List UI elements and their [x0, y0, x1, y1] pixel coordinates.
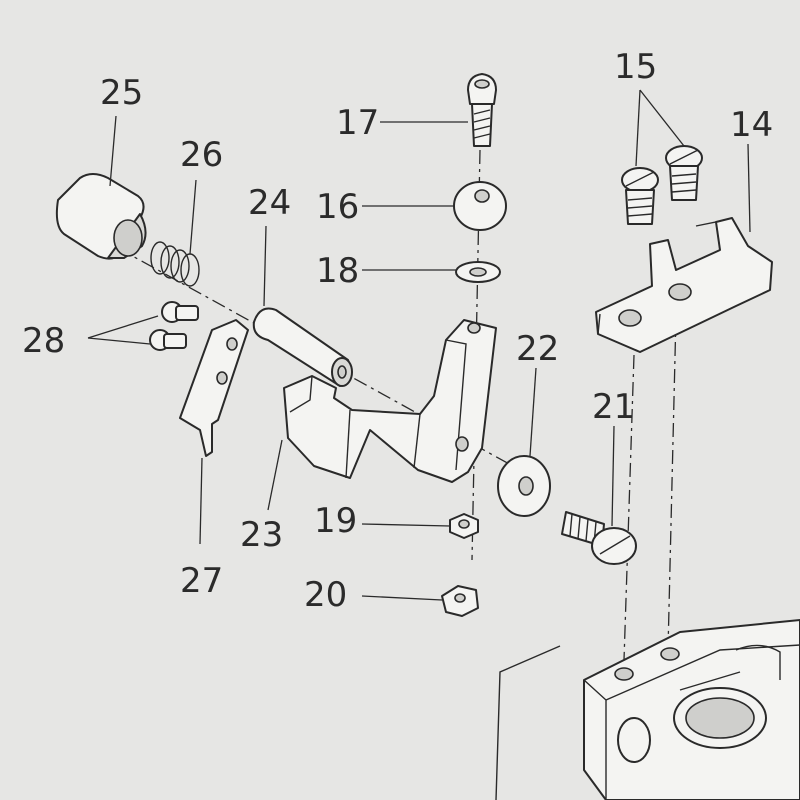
part-27-plate [179, 319, 249, 457]
callout-20: 20 [304, 575, 347, 615]
part-23-bracket [283, 319, 497, 483]
callout-18: 18 [316, 251, 359, 291]
leader-lines [87, 89, 751, 601]
part-14-fork-plate [595, 217, 773, 353]
callout-27: 27 [180, 561, 223, 601]
callout-28: 28 [22, 321, 65, 361]
part-18-washer [455, 261, 501, 283]
screw-28-upper [161, 301, 199, 323]
part-16-ball [453, 181, 507, 231]
callout-23: 23 [240, 515, 283, 555]
callout-16: 16 [316, 187, 359, 227]
part-26-spring [150, 241, 200, 287]
part-24-pin [252, 307, 353, 387]
screw-15-left [621, 167, 659, 225]
callout-25: 25 [100, 73, 143, 113]
screw-28-lower [149, 329, 187, 351]
callout-24: 24 [248, 183, 291, 223]
part-22-washer [497, 455, 551, 517]
callout-21: 21 [592, 387, 635, 427]
callout-15: 15 [614, 47, 657, 87]
part-19-nut [449, 513, 479, 539]
callout-19: 19 [314, 501, 357, 541]
part-28-screws [149, 301, 199, 351]
vertical-axis-line-right [667, 314, 677, 651]
vertical-axis-line-left [623, 354, 635, 661]
screw-15-right [665, 145, 703, 201]
callout-26: 26 [180, 135, 223, 175]
callout-labels: 25 26 24 28 27 23 17 16 18 19 20 22 21 1… [22, 47, 773, 615]
part-20-nut [441, 585, 479, 617]
machine-body [495, 619, 800, 800]
part-15-screws [621, 145, 703, 225]
callout-22: 22 [516, 329, 559, 369]
callout-14: 14 [730, 105, 773, 145]
part-21-screw [561, 511, 637, 565]
part-17-screw [467, 73, 497, 147]
part-25-cap [55, 173, 147, 260]
callout-17: 17 [336, 103, 379, 143]
